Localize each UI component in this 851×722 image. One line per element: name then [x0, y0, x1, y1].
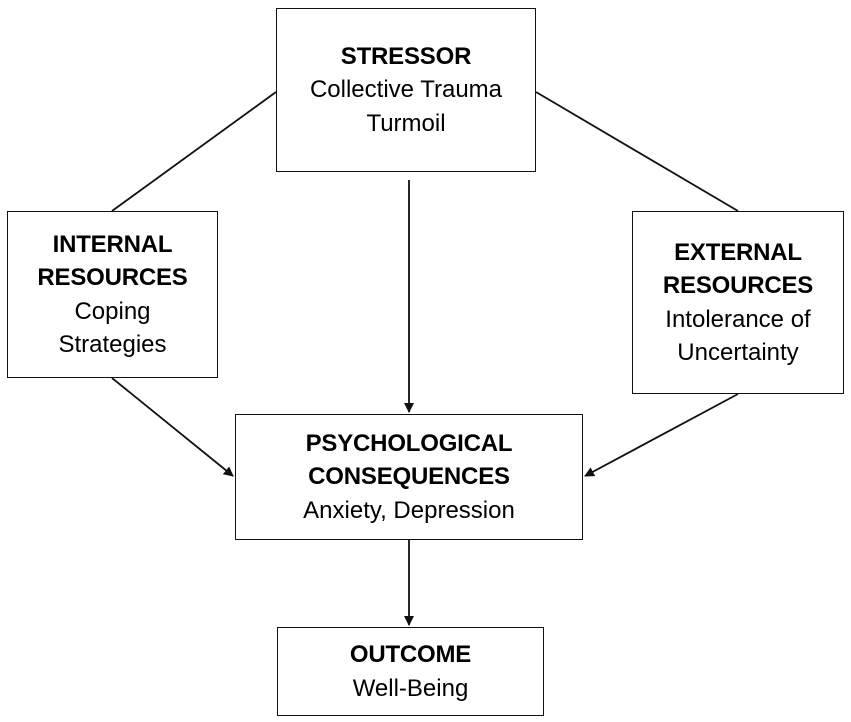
- stressor-title: STRESSOR: [340, 43, 472, 71]
- psych-line-1: Anxiety, Depression: [303, 496, 515, 524]
- internal-title-line-2: RESOURCES: [37, 264, 188, 292]
- outcome-title: OUTCOME: [349, 641, 472, 669]
- edge-external-psych: [584, 393, 739, 477]
- edge-stressor-external: [535, 91, 739, 212]
- external-line-2: Uncertainty: [677, 338, 799, 366]
- edge-internal-psych: [111, 377, 234, 477]
- external-title-line-2: RESOURCES: [662, 272, 814, 300]
- internal-title-line-1: INTERNAL: [52, 231, 173, 259]
- psych-title-line-1: PSYCHOLOGICAL: [305, 430, 513, 458]
- stressor-line-2: Turmoil: [366, 109, 446, 137]
- outcome-box: OUTCOME Well-Being: [277, 627, 544, 716]
- outcome-line-1: Well-Being: [352, 674, 469, 702]
- internal-resources-box: INTERNAL RESOURCES Coping Strategies: [7, 211, 218, 378]
- edge-stressor-internal: [111, 91, 277, 212]
- stressor-line-1: Collective Trauma: [309, 76, 503, 104]
- external-line-1: Intolerance of: [665, 305, 811, 333]
- internal-line-2: Strategies: [58, 330, 167, 358]
- internal-line-1: Coping: [74, 297, 151, 325]
- external-title-line-1: EXTERNAL: [674, 239, 802, 267]
- stressor-box: STRESSOR Collective Trauma Turmoil: [276, 8, 536, 172]
- psychological-consequences-box: PSYCHOLOGICAL CONSEQUENCES Anxiety, Depr…: [235, 414, 583, 540]
- psych-title-line-2: CONSEQUENCES: [308, 463, 510, 491]
- external-resources-box: EXTERNAL RESOURCES Intolerance of Uncert…: [632, 211, 844, 394]
